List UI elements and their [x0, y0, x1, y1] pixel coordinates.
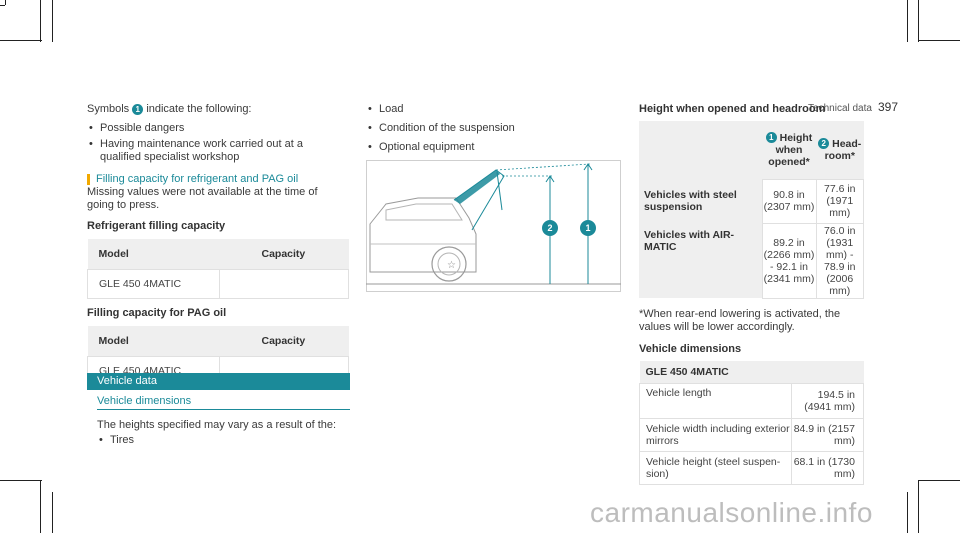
warning-marker-icon — [87, 173, 90, 185]
table-row: GLE 450 4MATIC — [87, 269, 349, 299]
column-left: Symbols 1 indicate the following: Possib… — [87, 103, 350, 386]
height-opened-header: 1 Height when opened* — [762, 121, 816, 179]
callout-1-icon: 1 — [132, 103, 144, 115]
list-item: Load — [366, 103, 621, 116]
table-row: Vehicle length 194.5 in (4941 mm) — [639, 382, 864, 419]
list-item: Optional equipment — [366, 141, 621, 154]
crop-mark — [0, 40, 42, 41]
crop-mark — [52, 0, 53, 42]
vehicle-height-figure: ☆ 2 1 — [366, 160, 621, 292]
page-number: 397 — [877, 100, 898, 114]
heights-text: The heights specified may vary as a resu… — [97, 419, 337, 431]
watermark: carmanualsonline.info — [590, 497, 873, 528]
crop-mark — [40, 0, 41, 42]
svg-text:☆: ☆ — [447, 260, 456, 271]
crop-mark — [40, 480, 41, 533]
pag-title: Filling capacity for PAG oil — [87, 307, 227, 319]
vehicle-data-bar: Vehicle data — [87, 373, 350, 390]
section-title: Technical data — [808, 103, 872, 114]
list-item: Tires — [97, 434, 960, 447]
table-header: GLE 450 4MATIC — [639, 360, 864, 383]
crop-mark — [918, 480, 919, 533]
callout-2-icon: 2 — [818, 138, 830, 150]
page-header: Technical data 397 — [808, 100, 898, 114]
crop-mark — [918, 0, 919, 42]
refrigerant-title: Refrigerant filling capacity — [87, 220, 226, 232]
table-header: Model — [87, 239, 220, 270]
figure-label-2: 2 — [547, 223, 552, 233]
figure-label-1: 1 — [585, 223, 590, 233]
crop-mark — [907, 0, 908, 42]
list-item: Possible dangers — [87, 122, 350, 135]
list-item: Condition of the suspension — [366, 122, 621, 135]
headroom-header: 2 Head-room* — [816, 121, 864, 179]
missing-values-text: Missing values were not available at the… — [87, 186, 318, 211]
vehicle-dimensions-table: GLE 450 4MATIC Vehicle length 194.5 in (… — [639, 360, 864, 485]
height-title: Height when opened and headroom — [639, 103, 826, 115]
symbols-line: Symbols 1 indicate the following: — [87, 103, 252, 115]
crop-mark — [0, 480, 42, 481]
column-middle: Load Condition of the suspension Optiona… — [366, 103, 621, 154]
crop-mark — [0, 5, 5, 6]
crop-mark — [907, 492, 908, 533]
column-right: Height when opened and headroom 1 Height… — [639, 103, 864, 485]
table-row: Vehicles with AIR-MATIC 89.2 in (2266 mm… — [639, 222, 864, 299]
table-row: Vehicle height (steel suspen-sion) 68.1 … — [639, 450, 864, 485]
vehicle-dimensions-title: Vehicle dimensions — [639, 342, 742, 355]
height-table: 1 Height when opened* 2 Head-room* Vehic… — [639, 121, 864, 299]
table-row: Vehicle width including exterior mirrors… — [639, 417, 864, 452]
lowering-note: *When rear-end lowering is activated, th… — [639, 307, 841, 333]
warning-heading: Filling capacity for refrigerant and PAG… — [87, 173, 350, 186]
callout-1-icon: 1 — [765, 132, 777, 144]
refrigerant-table: Model Capacity GLE 450 4MATIC — [87, 239, 349, 299]
table-header: Capacity — [219, 239, 349, 270]
crop-mark — [918, 480, 960, 481]
crop-mark — [918, 40, 960, 41]
table-row: Vehicles with steel suspension 90.8 in (… — [639, 178, 864, 224]
table-header: Model — [87, 326, 220, 357]
crop-mark — [5, 0, 6, 5]
table-header: Capacity — [219, 326, 349, 357]
crop-mark — [52, 492, 53, 533]
vehicle-dimensions-subheading: Vehicle dimensions — [97, 395, 350, 410]
list-item: Having maintenance work carried out at a… — [87, 138, 335, 164]
